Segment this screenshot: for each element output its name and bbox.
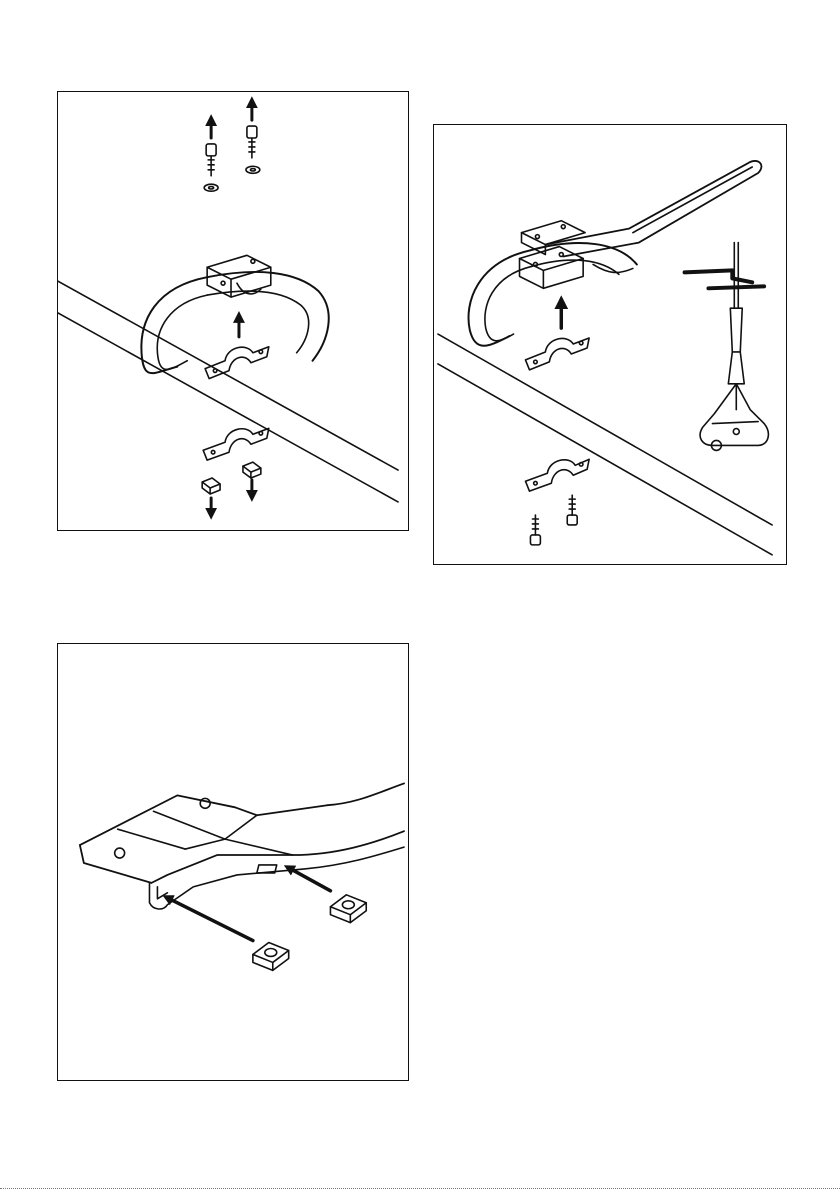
loop-handle-icon: [469, 221, 637, 346]
clamp-icon: [525, 459, 589, 491]
clamp-icon: [205, 347, 269, 379]
square-nut-icon: [253, 943, 289, 971]
clamp-icon: [525, 338, 589, 370]
illustration-remove-handle: [57, 91, 409, 531]
barrier-bar-icon: [685, 270, 765, 288]
illustration-insert-nuts: [57, 643, 409, 1081]
arrow-icon: [169, 869, 330, 941]
screw-icon: [530, 495, 577, 545]
loop-handle-icon: [141, 255, 328, 373]
illustration-fit-handle: [433, 124, 787, 565]
clamp-icon: [203, 428, 269, 460]
screw-icon: [206, 144, 216, 176]
drive-tube-icon: [58, 281, 398, 502]
square-nut-icon: [330, 895, 366, 923]
barrier-bar-icon: [80, 783, 404, 909]
trimmer-head-icon: [700, 243, 768, 451]
arrow-up-icon: [211, 102, 252, 337]
screw-icon: [247, 126, 257, 158]
page-bottom-rule: [0, 1188, 840, 1189]
